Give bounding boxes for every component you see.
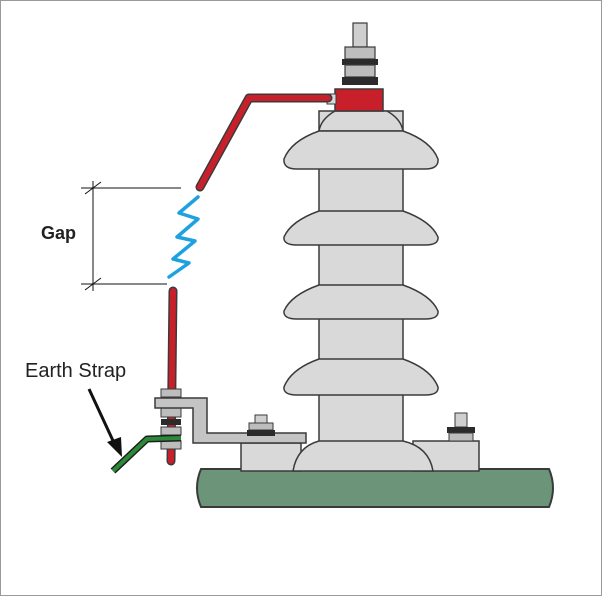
- base-plate: [196, 468, 554, 508]
- earth-strap: [110, 434, 182, 474]
- zigzag-spark-icon: [167, 195, 200, 279]
- gap-dimension: [81, 181, 181, 291]
- mounting-bracket: [154, 397, 307, 444]
- left-pedestal: [240, 442, 302, 472]
- arrow-icon: [87, 388, 122, 457]
- upper-arc-horn: [195, 93, 333, 192]
- insulator: [283, 110, 439, 472]
- rod-clamp-hardware: [160, 388, 182, 450]
- earth-strap-label: Earth Strap: [25, 360, 126, 382]
- top-terminal: [326, 22, 384, 112]
- right-bolt: [447, 412, 475, 442]
- gap-label: Gap: [41, 223, 76, 243]
- left-bolt: [247, 414, 275, 436]
